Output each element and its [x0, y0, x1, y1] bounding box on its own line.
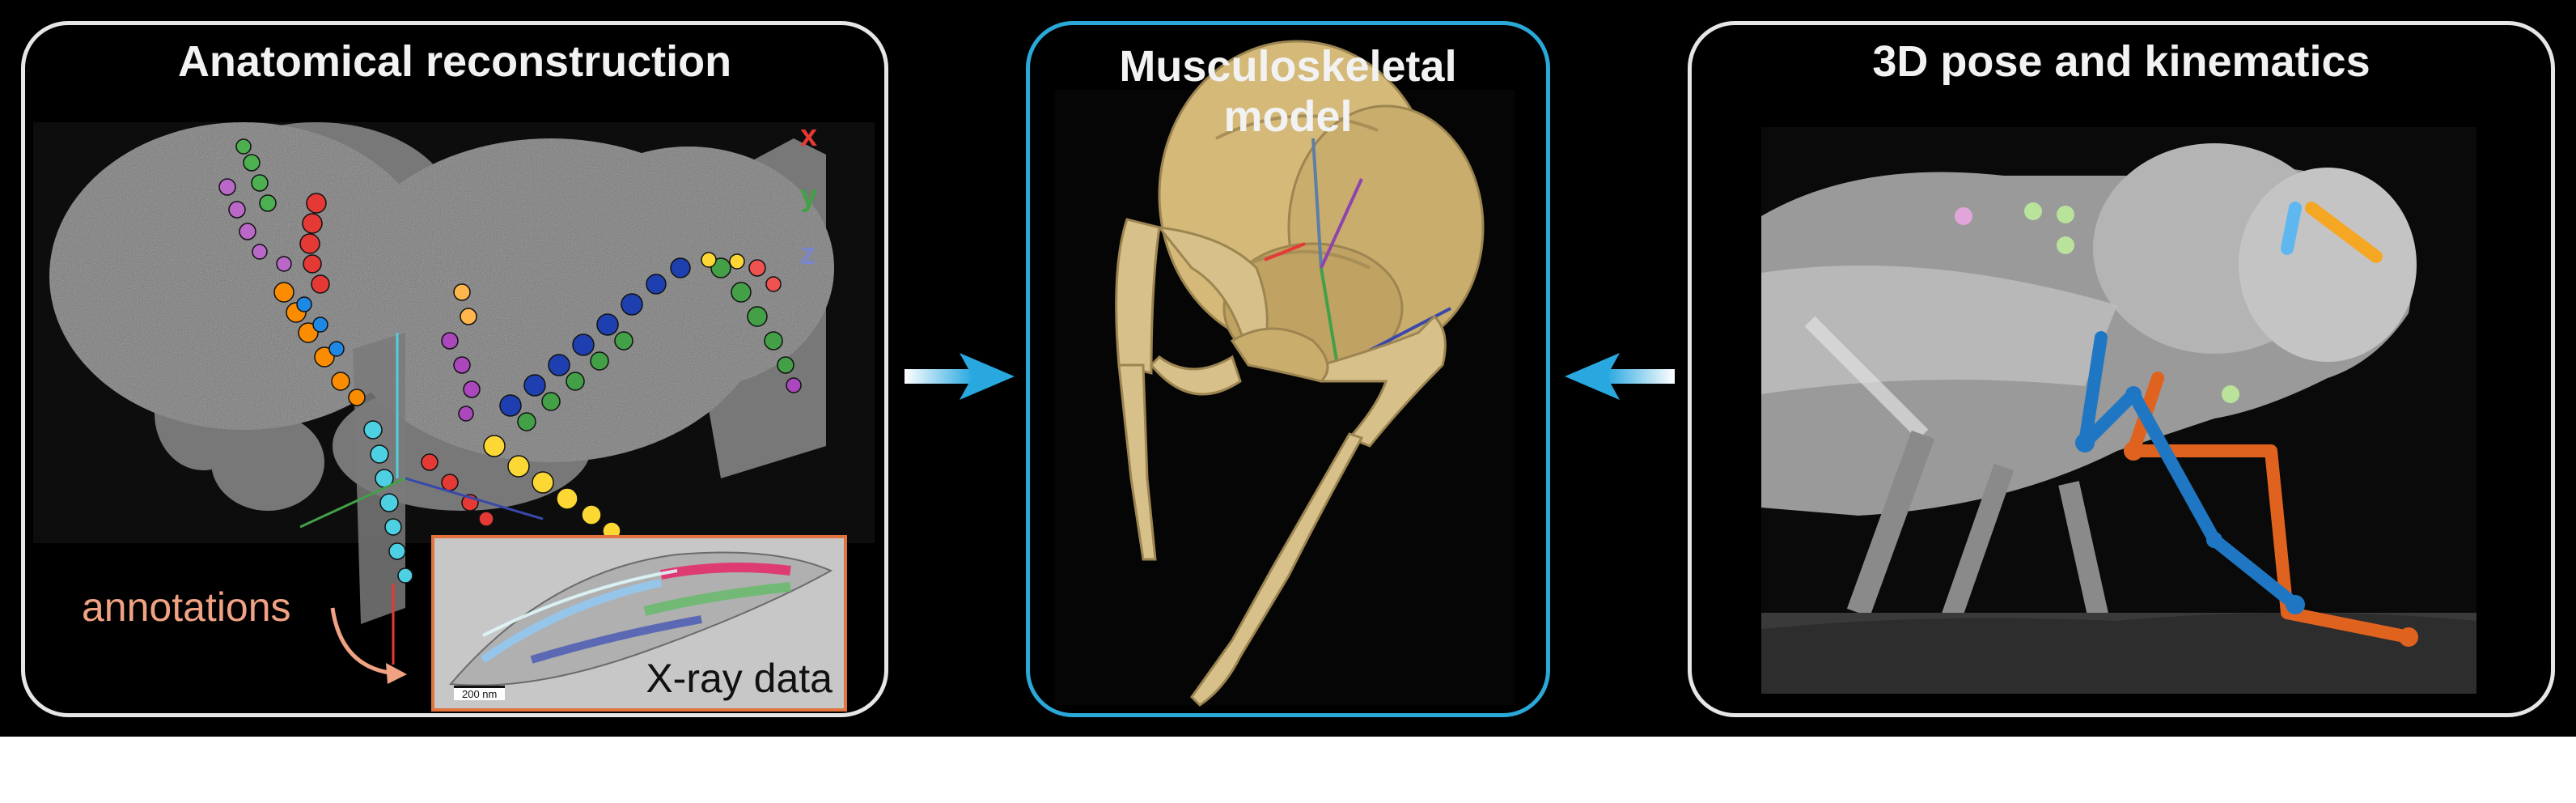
annotations-arrow	[330, 607, 390, 675]
xray-inset: 200 nm X-ray data	[431, 535, 847, 712]
xray-muscle-image	[434, 538, 844, 708]
pose-kinematics-panel: 3D pose and kinematics	[1688, 21, 2555, 717]
pose-keypoints	[1955, 202, 2383, 403]
leg-models	[1115, 218, 1447, 707]
panel-title-model: Musculoskeletal model	[1030, 41, 1546, 142]
arrow-left-icon	[1565, 353, 1675, 400]
xray-data-label: X-ray data	[646, 656, 833, 701]
anatomical-reconstruction-panel: Anatomical reconstruction	[21, 21, 888, 717]
axis-label-z: z	[800, 237, 816, 271]
fly-silhouette	[1761, 143, 2476, 694]
axis-label-y: y	[800, 179, 818, 213]
musculoskeletal-model-panel: Musculoskeletal model	[1026, 21, 1550, 717]
muscle-annotations	[218, 138, 802, 584]
axis-label-x: x	[800, 119, 818, 153]
annotations-label: annotations	[82, 584, 291, 630]
panel-title-pose: 3D pose and kinematics	[1872, 37, 2371, 86]
fly-video-frame	[1761, 127, 2476, 694]
arrow-right-icon	[905, 353, 1015, 400]
figure: Anatomical reconstruction	[0, 0, 2576, 737]
panel-title-model-line2: model	[1223, 92, 1353, 141]
scale-bar: 200 nm	[454, 686, 506, 700]
fly-model-rendering	[1054, 40, 1515, 707]
micro-ct-rendering	[33, 122, 875, 684]
panel-title-anatomical: Anatomical reconstruction	[177, 37, 732, 86]
panel-title-model-line1: Musculoskeletal	[1119, 42, 1457, 91]
